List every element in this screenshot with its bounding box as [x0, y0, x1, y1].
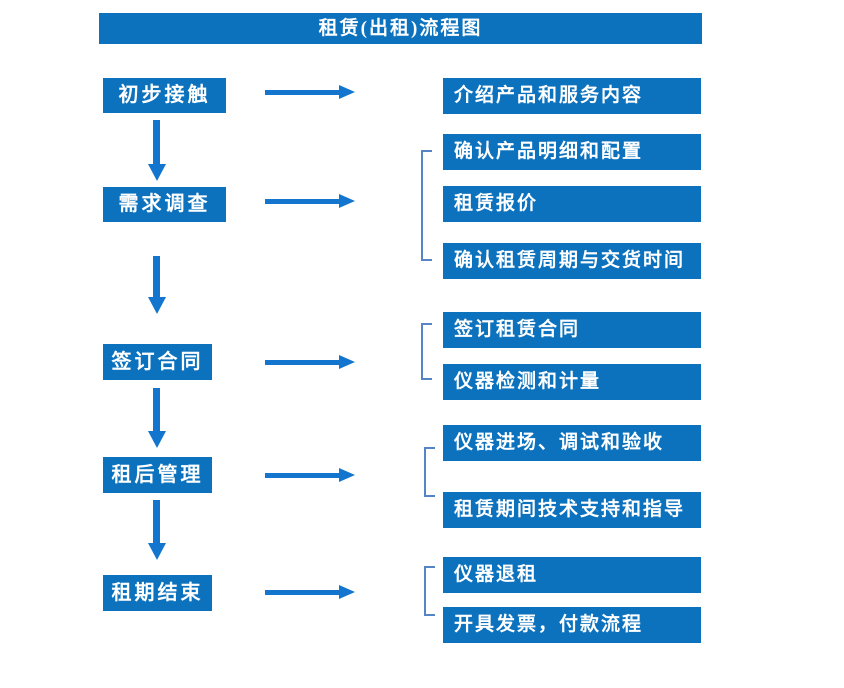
output-box-rental-quotation: 租赁报价	[443, 186, 701, 222]
step-box-initial-contact: 初步接触	[103, 78, 226, 113]
down-arrow-head-icon	[148, 164, 166, 181]
arrow-shaft	[265, 90, 339, 95]
arrow-shaft	[153, 500, 160, 544]
output-box-confirm-product-config: 确认产品明细和配置	[443, 134, 701, 170]
down-arrow-head-icon	[148, 431, 166, 448]
group-bracket-demand-survey	[421, 150, 432, 261]
step-box-post-rental-management: 租后管理	[103, 457, 212, 493]
right-arrow-head-icon	[339, 585, 355, 599]
output-box-tech-support: 租赁期间技术支持和指导	[443, 492, 701, 528]
output-box-instrument-testing: 仪器检测和计量	[443, 364, 701, 400]
output-box-instrument-return: 仪器退租	[443, 557, 701, 593]
group-bracket-post-rental	[424, 447, 435, 497]
arrow-shaft	[265, 360, 339, 365]
output-box-confirm-period-delivery: 确认租赁周期与交货时间	[443, 243, 701, 279]
output-box-instrument-setup: 仪器进场、调试和验收	[443, 425, 701, 461]
output-box-invoice-payment: 开具发票，付款流程	[443, 607, 701, 643]
step-box-sign-contract: 签订合同	[103, 344, 212, 380]
down-arrow-head-icon	[148, 543, 166, 560]
group-bracket-rental-end	[424, 566, 435, 616]
step-box-demand-survey: 需求调查	[103, 187, 226, 222]
right-arrow-head-icon	[339, 355, 355, 369]
arrow-shaft	[153, 120, 160, 165]
arrow-shaft	[265, 199, 339, 204]
step-box-rental-end: 租期结束	[103, 575, 212, 611]
right-arrow-head-icon	[339, 194, 355, 208]
page-title: 租赁(出租)流程图	[99, 13, 702, 44]
right-arrow-head-icon	[339, 85, 355, 99]
output-box-introduce-products: 介绍产品和服务内容	[443, 78, 701, 114]
arrow-shaft	[265, 473, 339, 478]
group-bracket-sign-contract	[421, 323, 432, 380]
arrow-shaft	[265, 590, 339, 595]
right-arrow-head-icon	[339, 468, 355, 482]
output-box-sign-rental-contract: 签订租赁合同	[443, 312, 701, 348]
arrow-shaft	[153, 388, 160, 432]
down-arrow-head-icon	[148, 297, 166, 314]
arrow-shaft	[153, 256, 160, 298]
